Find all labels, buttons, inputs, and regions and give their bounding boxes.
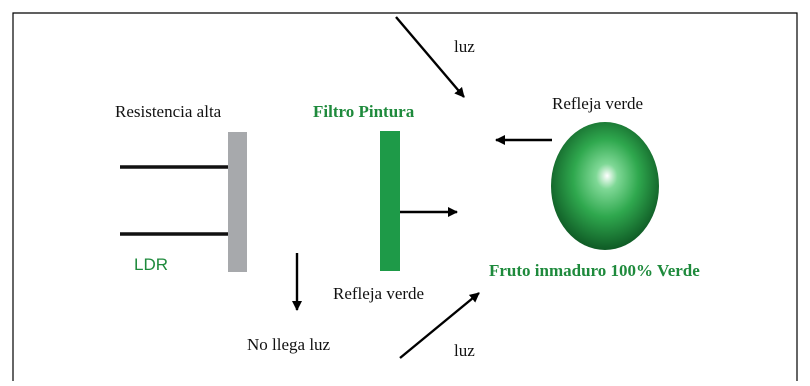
ldr-body (228, 132, 247, 272)
green-fruit (551, 122, 659, 250)
label-no-llega-luz: No llega luz (247, 335, 331, 354)
label-luz-bottom: luz (454, 341, 475, 360)
green-filter (380, 131, 400, 271)
frame-border (12, 12, 798, 381)
label-filtro-pintura: Filtro Pintura (313, 102, 415, 121)
label-refleja-verde-top: Refleja verde (552, 94, 643, 113)
label-ldr: LDR (134, 255, 168, 274)
label-luz-top: luz (454, 37, 475, 56)
label-resistencia-alta: Resistencia alta (115, 102, 222, 121)
label-fruto: Fruto inmaduro 100% Verde (489, 261, 700, 280)
arrow-luz-top (395, 16, 465, 98)
arrow-luz-bottom (399, 292, 480, 359)
label-refleja-verde-bottom: Refleja verde (333, 284, 424, 303)
